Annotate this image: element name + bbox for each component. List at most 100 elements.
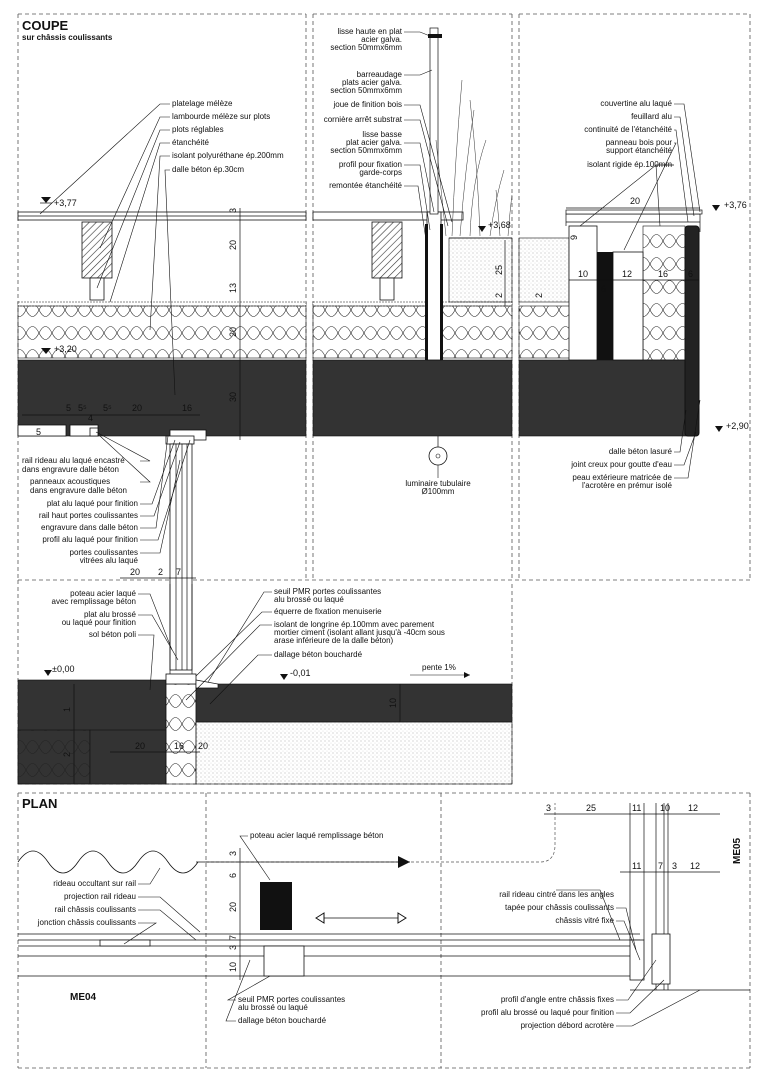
svg-text:20: 20 <box>630 196 640 206</box>
svg-text:support étanchéité: support étanchéité <box>606 146 672 155</box>
svg-text:25: 25 <box>494 265 504 275</box>
svg-text:±0,00: ±0,00 <box>52 664 74 674</box>
left-annotation-labels: platelage mélèze lambourde mélèze sur pl… <box>39 99 284 396</box>
svg-text:section 50mmx6mm: section 50mmx6mm <box>330 43 402 52</box>
svg-text:rail châssis coulissants: rail châssis coulissants <box>55 905 136 914</box>
svg-text:5⁵: 5⁵ <box>103 403 112 413</box>
svg-text:plat alu laqué pour finition: plat alu laqué pour finition <box>47 499 138 508</box>
svg-text:barreaudage: barreaudage <box>357 70 403 79</box>
svg-text:alu brossé ou laqué: alu brossé ou laqué <box>274 595 344 604</box>
svg-text:arase inférieure de la dalle b: arase inférieure de la dalle béton) <box>274 636 394 645</box>
svg-text:section 50mmx6mm: section 50mmx6mm <box>330 146 402 155</box>
label-isolant-pu: isolant polyuréthane ép.200mm <box>172 151 284 160</box>
svg-text:l'acrotère en prémur isolé: l'acrotère en prémur isolé <box>582 481 673 490</box>
svg-text:5⁵: 5⁵ <box>78 403 87 413</box>
svg-text:sol béton poli: sol béton poli <box>89 630 136 639</box>
svg-text:-0,01: -0,01 <box>290 668 311 678</box>
label-etancheite: étanchéité <box>172 138 209 147</box>
svg-text:+3,68: +3,68 <box>488 220 511 230</box>
svg-text:seuil PMR portes coulissantes: seuil PMR portes coulissantes <box>274 587 381 596</box>
svg-text:isolant rigide ép.100mm: isolant rigide ép.100mm <box>587 160 672 169</box>
svg-text:acier galva.: acier galva. <box>361 35 402 44</box>
ref-me04: ME04 <box>70 992 97 1003</box>
svg-text:16: 16 <box>658 269 668 279</box>
svg-text:9: 9 <box>569 235 579 240</box>
svg-text:10: 10 <box>228 962 238 972</box>
svg-text:20: 20 <box>228 240 238 250</box>
svg-text:10: 10 <box>388 698 398 708</box>
svg-text:panneau bois pour: panneau bois pour <box>606 138 673 147</box>
svg-text:projection rail rideau: projection rail rideau <box>64 892 136 901</box>
svg-text:panneaux acoustiques: panneaux acoustiques <box>30 477 110 486</box>
steel-post <box>260 882 292 930</box>
svg-text:11: 11 <box>632 861 641 871</box>
joist-left <box>81 221 113 279</box>
label-plots: plots réglables <box>172 125 224 134</box>
sliding-door-section: 20 2 7 <box>89 427 196 671</box>
svg-text:garde-corps: garde-corps <box>359 168 402 177</box>
svg-text:Ø100mm: Ø100mm <box>422 487 455 496</box>
svg-text:peau extérieure matricée de: peau extérieure matricée de <box>572 473 672 482</box>
svg-text:joint creux pour goutte d'eau: joint creux pour goutte d'eau <box>570 460 672 469</box>
svg-text:avec remplissage béton: avec remplissage béton <box>52 597 137 606</box>
svg-text:3: 3 <box>228 945 238 950</box>
svg-text:12: 12 <box>622 269 632 279</box>
label-dalle: dalle béton ép.30cm <box>172 165 244 174</box>
svg-text:30: 30 <box>228 392 238 402</box>
svg-text:lisse haute en plat: lisse haute en plat <box>338 27 403 36</box>
svg-text:profil pour fixation: profil pour fixation <box>339 160 402 169</box>
level-377: +3,77 <box>54 198 77 208</box>
level-markers-left: +3,77 +3,20 <box>40 197 77 354</box>
svg-text:6: 6 <box>601 284 606 294</box>
svg-text:7: 7 <box>658 861 663 871</box>
roof-terrace-section <box>17 211 307 441</box>
svg-text:vitrées alu laqué: vitrées alu laqué <box>80 556 139 565</box>
svg-text:16: 16 <box>182 403 192 413</box>
svg-text:engravure dans dalle béton: engravure dans dalle béton <box>41 523 138 532</box>
svg-text:11: 11 <box>632 803 641 813</box>
svg-text:6: 6 <box>228 873 238 878</box>
section-title: COUPE <box>22 18 69 33</box>
label-platelage: platelage mélèze <box>172 99 233 108</box>
svg-text:rail haut portes coulissantes: rail haut portes coulissantes <box>39 511 138 520</box>
svg-text:pente 1%: pente 1% <box>422 663 456 672</box>
svg-text:5: 5 <box>66 403 71 413</box>
svg-text:joue de finition bois: joue de finition bois <box>333 100 403 109</box>
svg-text:20: 20 <box>228 327 238 337</box>
label-lambourde: lambourde mélèze sur plots <box>172 112 270 121</box>
svg-text:+2,90: +2,90 <box>726 421 749 431</box>
svg-text:7: 7 <box>176 567 181 577</box>
svg-text:continuité de l'étanchéité: continuité de l'étanchéité <box>584 125 672 134</box>
svg-text:10: 10 <box>578 269 588 279</box>
svg-text:rail rideau alu laqué encastré: rail rideau alu laqué encastré <box>22 456 125 465</box>
svg-text:plat alu brossé: plat alu brossé <box>84 610 137 619</box>
svg-text:dallage béton bouchardé: dallage béton bouchardé <box>274 650 363 659</box>
svg-text:poteau acier laqué: poteau acier laqué <box>70 589 136 598</box>
svg-text:2: 2 <box>534 293 544 298</box>
svg-text:plat acier galva.: plat acier galva. <box>346 138 402 147</box>
svg-text:2: 2 <box>494 293 504 298</box>
ground-floor-section: ±0,00 -0,01 pente 1% 1 2 20 16 20 10 <box>17 584 513 785</box>
svg-text:20: 20 <box>130 567 140 577</box>
ref-me05: ME05 <box>732 837 743 864</box>
svg-text:10: 10 <box>660 803 670 813</box>
svg-text:rideau occultant sur rail: rideau occultant sur rail <box>53 879 136 888</box>
svg-text:lisse basse: lisse basse <box>362 130 402 139</box>
svg-text:section 50mmx6mm: section 50mmx6mm <box>330 86 402 95</box>
right-annotation-labels: couvertine alu laqué feuillard alu conti… <box>570 99 701 490</box>
svg-text:ou laqué pour finition: ou laqué pour finition <box>62 618 136 627</box>
svg-text:3: 3 <box>228 208 238 213</box>
insulation-layer <box>17 305 307 359</box>
svg-text:cornière arrêt substrat: cornière arrêt substrat <box>324 115 403 124</box>
ground-annotation-labels: poteau acier laqué avec remplissage béto… <box>52 587 445 705</box>
svg-text:2: 2 <box>62 752 72 757</box>
dims-left: 3 20 13 20 30 5 5⁵ 5⁵ 20 16 5 4 <box>22 208 241 440</box>
plan-annotation-labels: rideau occultant sur rail projection rai… <box>37 831 743 1030</box>
plan-title: PLAN <box>22 796 57 811</box>
svg-text:3: 3 <box>228 851 238 856</box>
svg-text:rail rideau cintré dans les an: rail rideau cintré dans les angles <box>499 890 614 899</box>
svg-text:20: 20 <box>132 403 142 413</box>
svg-text:4: 4 <box>88 413 93 423</box>
svg-text:20: 20 <box>228 902 238 912</box>
